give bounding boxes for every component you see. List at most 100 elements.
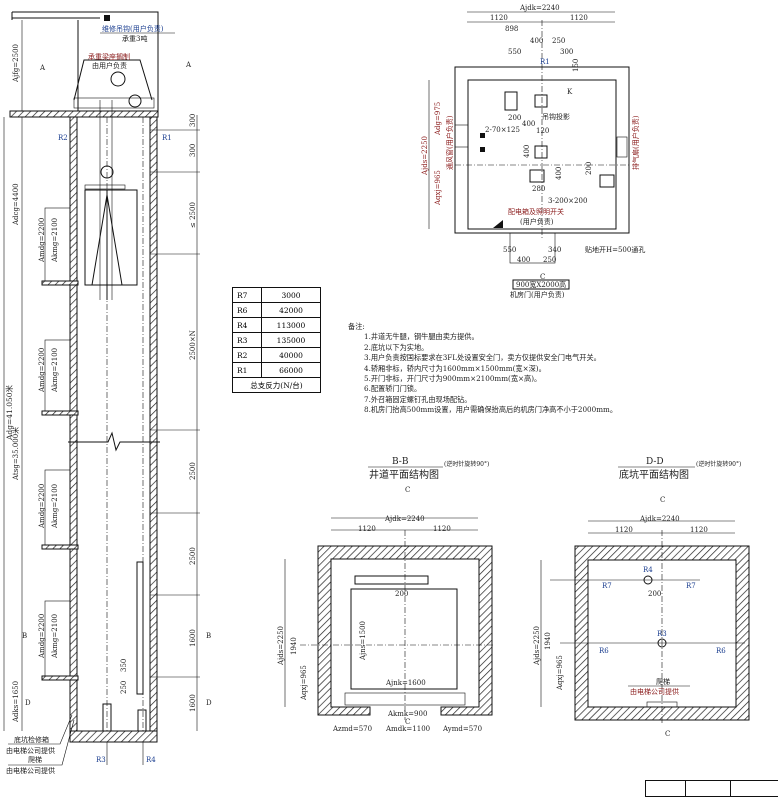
bb-section-c-top: C — [405, 486, 410, 494]
bb-azmd: Azmd=570 — [332, 725, 372, 733]
mr-d250: 250 — [552, 37, 565, 45]
mr-aqxj: Aqxj=965 — [434, 170, 442, 206]
buffer-dim-350: 350 — [120, 659, 128, 672]
counterweight — [136, 561, 144, 695]
dim-300-b: 300 — [189, 144, 197, 157]
machine-room-outline — [11, 11, 159, 115]
dd-half-right: 1120 — [690, 526, 708, 534]
dim-2500-c: 1600 — [189, 629, 197, 647]
bb-section-label: B-B — [392, 457, 409, 467]
dd-aqxj: Aqxj=965 — [556, 655, 564, 691]
row-key: R7 — [232, 287, 262, 303]
machine-room-door-step — [509, 232, 556, 264]
mr-width: Ajdk=2240 — [519, 4, 560, 12]
row-key: R6 — [232, 302, 262, 318]
bb-d200: 200 — [395, 590, 408, 598]
bb-car-depth: Ajns=1500 — [359, 621, 367, 661]
bb-rotate: (逆时针旋转90°) — [444, 460, 489, 468]
shaft-wall-left — [69, 116, 78, 732]
mr-half-left: 1120 — [490, 14, 508, 22]
section-a-left: A — [39, 64, 46, 72]
title-block-cell — [731, 781, 778, 796]
row-value: 3000 — [261, 287, 321, 303]
mr-adg: Adg=975 — [434, 102, 442, 136]
row-key: R2 — [232, 347, 262, 363]
amdg-2: Amdg=2200 — [38, 348, 46, 393]
plan-bb: B-B 井道平面结构图 (逆时针旋转90°) C Ajdk=2240 1120 … — [277, 457, 495, 733]
r3-label: R3 — [96, 756, 106, 764]
row-key: R4 — [232, 317, 262, 333]
buffer-dim-250: 250 — [120, 681, 128, 694]
adcg-dim: Adcg=4400 — [12, 183, 20, 226]
exhaust-fan — [616, 136, 628, 158]
mr-d200c: 200 — [585, 162, 593, 175]
hook-projection — [534, 94, 548, 108]
bb-depth: Ajds=2250 — [277, 626, 285, 666]
akmg-3: Akmg=2100 — [51, 484, 59, 529]
mr-d400d: 400 — [555, 167, 563, 180]
pit-box-supplier: 由电梯公司提供 — [6, 746, 55, 755]
vent-window — [454, 124, 469, 148]
pit-floor — [69, 730, 158, 743]
ajfg-dim: Ajfg=2500 — [12, 44, 20, 83]
bb-title: 井道平面结构图 — [369, 468, 439, 481]
hook-load: 承重3吨 — [122, 34, 147, 43]
dd-d1940: 1940 — [544, 632, 552, 650]
break-line — [68, 431, 160, 452]
hook-icon — [104, 15, 110, 21]
row-value: 40000 — [261, 347, 321, 363]
row-value: 42000 — [261, 302, 321, 318]
dd-depth: Ajds=2250 — [533, 626, 541, 666]
dd-wall — [574, 545, 750, 721]
table-footer-label: 总支反力(N/台) — [232, 377, 321, 393]
note-item: 7.外召箱固定螺钉孔由现场配钻。 — [364, 394, 472, 404]
mr-d120: 120 — [536, 127, 549, 135]
dd-title: 底坑平面结构图 — [619, 468, 689, 481]
title-block — [645, 780, 778, 797]
mr-section-c: C — [540, 273, 545, 281]
section-b-left: B — [22, 632, 27, 640]
row-key: R3 — [232, 332, 262, 348]
deflector-sheave — [128, 94, 142, 108]
dd-r3: R3 — [657, 630, 667, 638]
vent-window-label: 通风窗(用户负责) — [445, 115, 454, 170]
switch-box-owner: (用户负责) — [520, 217, 554, 226]
bb-car — [350, 588, 458, 690]
mr-r1: R1 — [540, 58, 550, 66]
dim-2500xn: 2500×N — [189, 330, 197, 360]
title-block-cell — [646, 781, 687, 796]
mr-bot-340: 340 — [548, 246, 561, 254]
dim-le-2500: ≤ 2500 — [189, 202, 197, 228]
note-item: 2.底坑以下为实地。 — [364, 342, 429, 352]
amdg-1: Amdg=2200 — [38, 218, 46, 263]
floor-hole-label: 贴地开H=500通孔 — [585, 245, 645, 254]
mr-half-right: 1120 — [570, 14, 588, 22]
exhaust-fan-label: 排气扇(用户负责) — [631, 115, 640, 170]
bb-door-width: Akmk=900 — [387, 710, 427, 718]
akmg-1: Akmg=2100 — [51, 218, 59, 263]
dd-width: Ajdk=2240 — [639, 515, 680, 523]
section-b-right: B — [206, 632, 211, 640]
shaft-elevation: 维修吊钩(用户负责) 承重3吨 承重梁座搁制 由用户负责 A A R2 R1 2… — [3, 11, 212, 775]
r4-label: R4 — [146, 756, 156, 764]
row-key: R1 — [232, 362, 262, 378]
ladder-supplier: 由电梯公司提供 — [6, 766, 55, 775]
bb-wall — [317, 545, 493, 716]
bb-car-width: Ajnk=1600 — [385, 679, 426, 687]
akmg-4: Akmg=2100 — [51, 614, 59, 659]
adg-dim: Adg=41.050米 — [4, 384, 14, 441]
title-block-cell — [686, 781, 732, 796]
r3-point — [657, 638, 667, 648]
cwt-buffer — [137, 709, 147, 732]
note-item: 1.井道无牛腿，钢牛腿由卖方提供。 — [364, 332, 479, 342]
dim-2500-b: 2500 — [189, 547, 197, 565]
atsg-dim: Atsg=35.000米 — [11, 427, 20, 481]
bb-d1940: 1940 — [290, 637, 298, 655]
notes: 备注: 1.井道无牛腿，钢牛腿由卖方提供。 2.底坑以下为实地。 3.用户负责按… — [348, 322, 617, 416]
